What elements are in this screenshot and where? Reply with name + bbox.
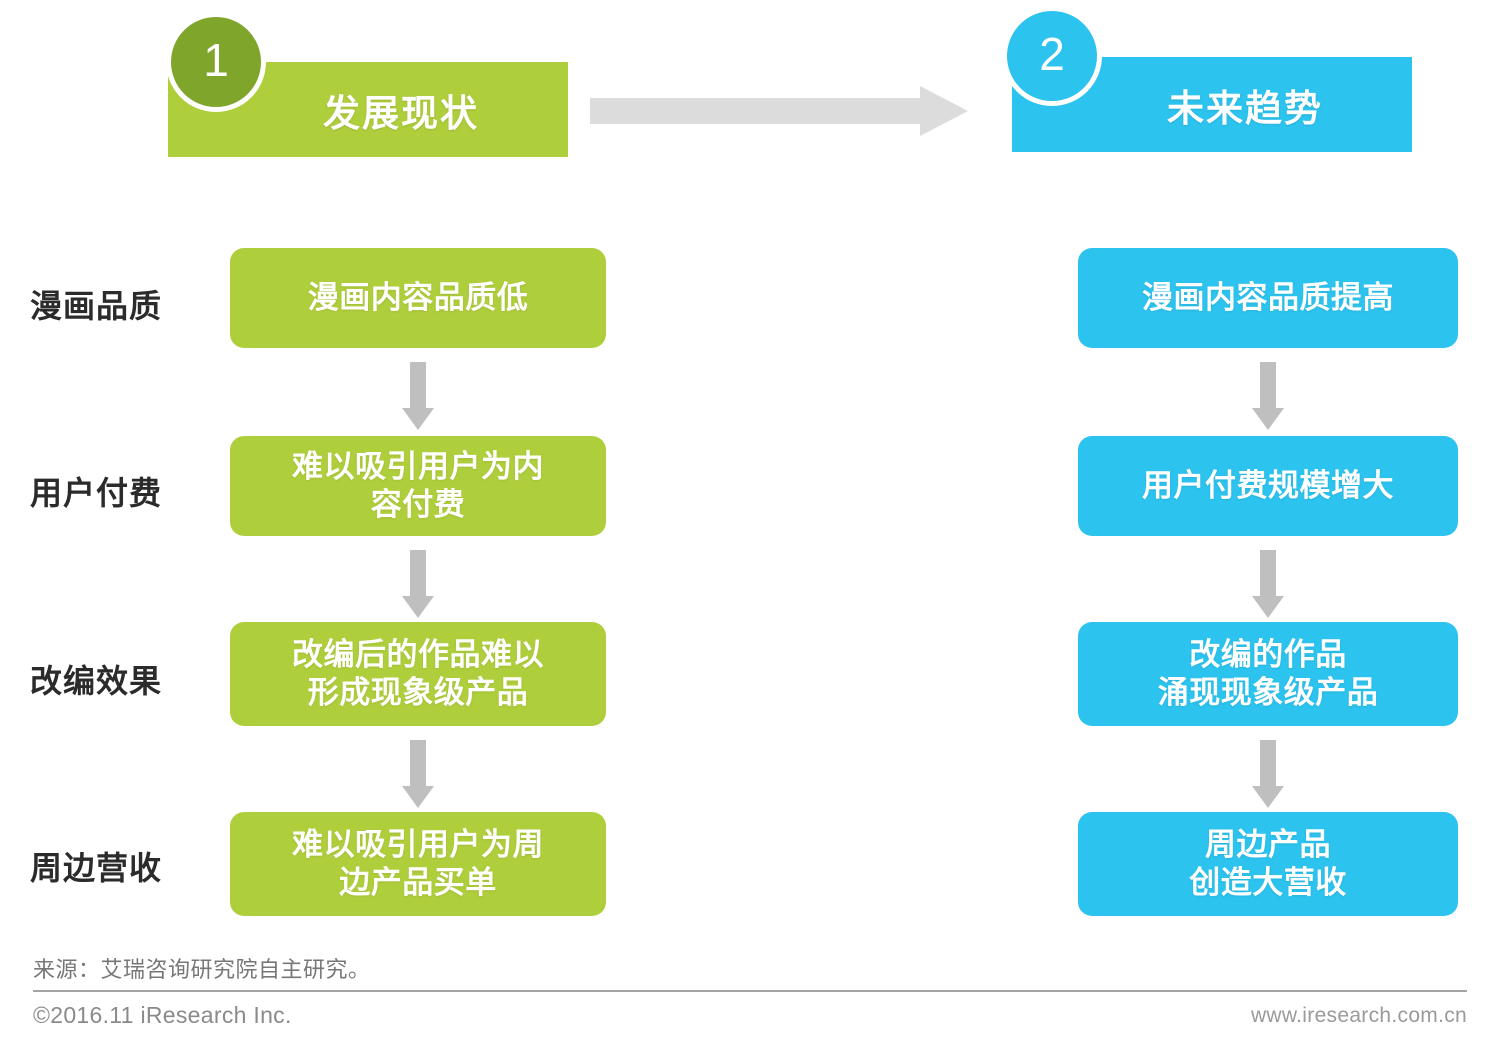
down-arrow-icon-current-3 bbox=[402, 740, 434, 808]
column-badge-1-number: 1 bbox=[203, 34, 229, 86]
down-arrow-head bbox=[1252, 596, 1284, 618]
column-header-title-current: 发展现状 bbox=[323, 92, 479, 134]
down-arrow-head bbox=[1252, 786, 1284, 808]
down-arrow-shaft bbox=[410, 550, 426, 596]
source-note: 来源：艾瑞咨询研究院自主研究。 bbox=[33, 957, 371, 982]
website-url[interactable]: www.iresearch.com.cn bbox=[1250, 1004, 1467, 1027]
down-arrow-icon-future-2 bbox=[1252, 550, 1284, 618]
flow-box-future-comic-quality[interactable]: 漫画内容品质提高 bbox=[1078, 248, 1458, 348]
row-label-merch-revenue: 周边营收 bbox=[30, 850, 163, 886]
column-badge-2: 2 bbox=[1002, 6, 1102, 106]
flow-box-future-merch-revenue[interactable]: 周边产品 创造大营收 bbox=[1078, 812, 1458, 916]
down-arrow-shaft bbox=[410, 362, 426, 408]
right-arrow-icon bbox=[590, 86, 968, 136]
down-arrow-icon-future-1 bbox=[1252, 362, 1284, 430]
footer-divider bbox=[33, 990, 1467, 992]
flow-box-current-merch-revenue[interactable]: 难以吸引用户为周 边产品买单 bbox=[230, 812, 606, 916]
down-arrow-head bbox=[402, 786, 434, 808]
flow-box-current-comic-quality[interactable]: 漫画内容品质低 bbox=[230, 248, 606, 348]
down-arrow-shaft bbox=[1260, 362, 1276, 408]
right-arrow-shaft bbox=[590, 98, 920, 124]
flow-box-future-adaptation-effect[interactable]: 改编的作品 涌现现象级产品 bbox=[1078, 622, 1458, 726]
down-arrow-icon-current-2 bbox=[402, 550, 434, 618]
right-arrow-head bbox=[920, 86, 968, 136]
column-header-current: 发展现状 bbox=[168, 62, 568, 157]
down-arrow-head bbox=[1252, 408, 1284, 430]
down-arrow-head bbox=[402, 596, 434, 618]
column-badge-1: 1 bbox=[166, 12, 266, 112]
column-header-title-future: 未来趋势 bbox=[1167, 87, 1323, 129]
column-badge-2-number: 2 bbox=[1039, 28, 1065, 80]
down-arrow-shaft bbox=[1260, 740, 1276, 786]
down-arrow-shaft bbox=[1260, 550, 1276, 596]
row-label-adaptation-effect: 改编效果 bbox=[30, 663, 163, 699]
down-arrow-icon-current-1 bbox=[402, 362, 434, 430]
down-arrow-shaft bbox=[410, 740, 426, 786]
down-arrow-icon-future-3 bbox=[1252, 740, 1284, 808]
copyright-text: ©2016.11 iResearch Inc. bbox=[33, 1002, 292, 1028]
flow-box-future-user-payment[interactable]: 用户付费规模增大 bbox=[1078, 436, 1458, 536]
row-label-comic-quality: 漫画品质 bbox=[30, 288, 163, 324]
down-arrow-head bbox=[402, 408, 434, 430]
flow-box-current-adaptation-effect[interactable]: 改编后的作品难以 形成现象级产品 bbox=[230, 622, 606, 726]
row-label-user-payment: 用户付费 bbox=[30, 475, 163, 511]
flow-box-current-user-payment[interactable]: 难以吸引用户为内 容付费 bbox=[230, 436, 606, 536]
